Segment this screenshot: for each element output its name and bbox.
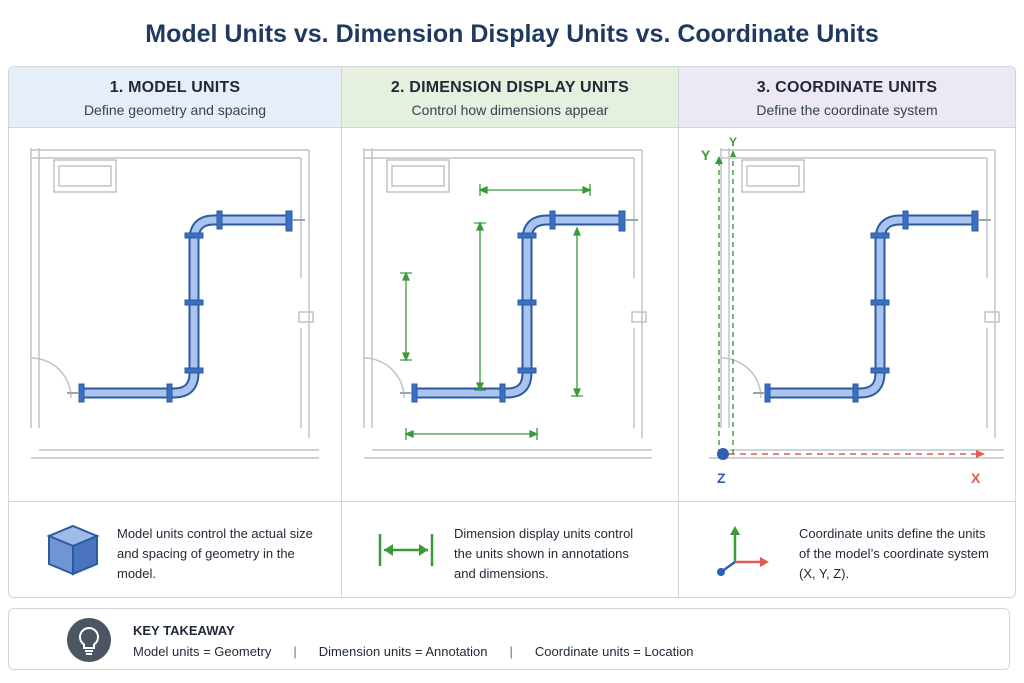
panel-header: 2. DIMENSION DISPLAY UNITS Control how d… bbox=[342, 67, 678, 128]
panel-subheading: Define the coordinate system bbox=[756, 102, 938, 118]
axes-icon bbox=[713, 522, 773, 578]
floor-plan-drawing: Y Y Z X bbox=[679, 128, 1015, 502]
panel-subheading: Control how dimensions appear bbox=[411, 102, 609, 118]
panel-subheading: Define geometry and spacing bbox=[83, 102, 267, 118]
x-axis-label: X bbox=[971, 470, 981, 486]
cube-icon bbox=[43, 522, 103, 578]
floor-plan-drawing bbox=[342, 128, 678, 502]
pipe-plan-svg: Y Y Z X bbox=[701, 135, 1004, 486]
takeaway-separator: | bbox=[293, 644, 297, 659]
takeaway-items: Model units = Geometry | Dimension units =… bbox=[133, 644, 694, 659]
room-walls bbox=[709, 148, 1004, 459]
dimension-lines bbox=[400, 184, 592, 440]
takeaway-item: Coordinate units = Location bbox=[534, 644, 694, 659]
panel-footer: Model units control the actual size and … bbox=[9, 501, 341, 597]
pipe-plan-svg bbox=[30, 148, 319, 459]
room-walls bbox=[363, 148, 652, 459]
panel-heading: 3. COORDINATE UNITS bbox=[756, 79, 938, 96]
lightbulb-icon bbox=[67, 618, 111, 662]
panel-heading: 2. DIMENSION DISPLAY UNITS bbox=[390, 79, 630, 96]
y-axis-label-secondary: Y bbox=[729, 135, 737, 149]
z-axis-label: Z bbox=[717, 470, 726, 486]
pipe-run bbox=[67, 210, 305, 403]
coordinate-axes bbox=[715, 150, 985, 460]
floor-plan-drawing bbox=[9, 128, 341, 502]
panel-footer: Dimension display units control the unit… bbox=[342, 501, 678, 597]
takeaway-item: Dimension units = Annotation bbox=[318, 644, 488, 659]
panel-footer: Coordinate units define the units of the… bbox=[679, 501, 1015, 597]
panel-model-units: 1. MODEL UNITS Define geometry and spaci… bbox=[9, 67, 342, 597]
panel-description: Coordinate units define the units of the… bbox=[799, 526, 989, 581]
pipe-plan-svg bbox=[363, 148, 652, 459]
y-axis-label: Y bbox=[701, 147, 711, 163]
takeaway-item: Model units = Geometry bbox=[133, 644, 272, 659]
panel-coordinate-units: 3. COORDINATE UNITS Define the coordinat… bbox=[679, 67, 1015, 597]
panel-header: 3. COORDINATE UNITS Define the coordinat… bbox=[679, 67, 1015, 128]
dimension-arrow-icon bbox=[376, 522, 436, 578]
takeaway-title: KEY TAKEAWAY bbox=[133, 623, 235, 638]
page-title: Model Units vs. Dimension Display Units … bbox=[145, 20, 879, 48]
pipe-run bbox=[400, 210, 638, 403]
room-walls bbox=[30, 148, 319, 459]
panel-description: Model units control the actual size and … bbox=[117, 526, 313, 581]
pipe-run bbox=[753, 210, 991, 403]
panel-dimension-display-units: 2. DIMENSION DISPLAY UNITS Control how d… bbox=[342, 67, 679, 597]
comparison-panels: 1. MODEL UNITS Define geometry and spaci… bbox=[8, 66, 1016, 598]
panel-description: Dimension display units control the unit… bbox=[454, 526, 634, 581]
panel-heading: 1. MODEL UNITS bbox=[109, 79, 241, 96]
takeaway-separator: | bbox=[509, 644, 513, 659]
key-takeaway: KEY TAKEAWAY Model units = Geometry | Dime… bbox=[8, 608, 1010, 670]
panel-header: 1. MODEL UNITS Define geometry and spaci… bbox=[9, 67, 341, 128]
